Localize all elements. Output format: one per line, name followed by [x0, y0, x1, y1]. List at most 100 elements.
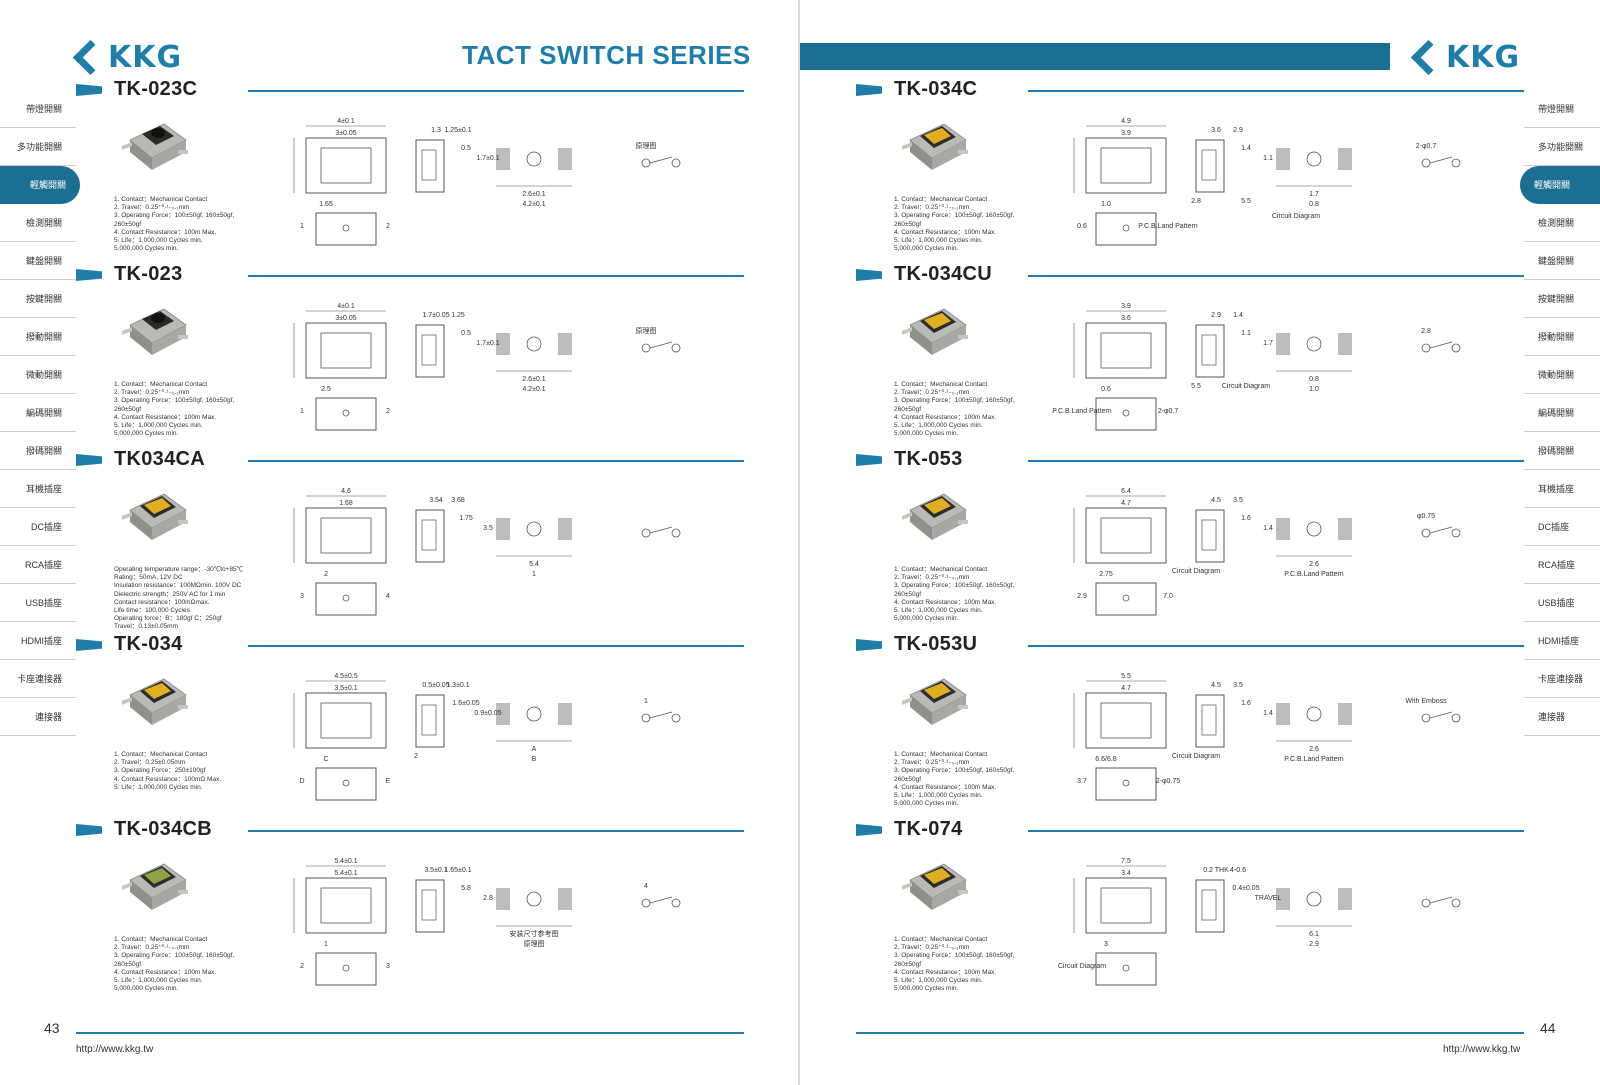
- dimension-label: 1.7: [1263, 340, 1273, 347]
- sidebar-item-14[interactable]: HDMI插座: [0, 622, 76, 660]
- product-photo: [122, 678, 188, 725]
- sidebar-item-5[interactable]: 按鍵開關: [1524, 280, 1600, 318]
- spec-line: 1. Contact：Mechanical Contact: [114, 751, 208, 758]
- section-header: TK-023C: [76, 78, 744, 104]
- sidebar-item-15[interactable]: 卡座連接器: [0, 660, 76, 698]
- footer-url[interactable]: http://www.kkg.tw: [76, 1044, 154, 1055]
- spec-line: 5. Life：1,000,000 Cycles min.: [894, 237, 983, 245]
- dimension-label: 2.6±0.1: [522, 376, 545, 383]
- section-arrow-icon: [76, 824, 102, 836]
- sidebar-item-6[interactable]: 撥動開關: [1524, 318, 1600, 356]
- section-header: TK-053U: [856, 633, 1524, 659]
- brand-name: KKG: [108, 39, 183, 75]
- sidebar-item-14[interactable]: HDMI插座: [1524, 622, 1600, 660]
- sidebar-item-9[interactable]: 撥碼開關: [0, 432, 76, 470]
- circuit-terminal: [671, 898, 681, 908]
- spec-line: 1. Contact：Mechanical Contact: [894, 566, 988, 573]
- sidebar-item-13[interactable]: USB插座: [0, 584, 76, 622]
- circuit-terminal: [1421, 158, 1431, 168]
- circuit-terminal: [671, 343, 681, 353]
- dimension-label: 2.9: [1309, 941, 1319, 948]
- footer-url[interactable]: http://www.kkg.tw: [1443, 1044, 1521, 1055]
- land-pad: [558, 518, 572, 540]
- spec-line: 5,000,000 Cycles min.: [894, 800, 959, 808]
- dimension-label: 3: [386, 963, 390, 970]
- circuit-terminal: [641, 528, 651, 538]
- sidebar-item-8[interactable]: 編碼開關: [0, 394, 76, 432]
- sidebar-item-15[interactable]: 卡座連接器: [1524, 660, 1600, 698]
- outline-bottom-view: [315, 952, 377, 986]
- spec-line: 260±50gf: [894, 775, 922, 783]
- sidebar-item-11[interactable]: DC插座: [1524, 508, 1600, 546]
- sidebar-item-8[interactable]: 編碼開關: [1524, 394, 1600, 432]
- brand-name: KKG: [1446, 39, 1521, 75]
- circuit-terminal: [641, 158, 651, 168]
- sidebar-item-3[interactable]: 檢測開關: [0, 204, 76, 242]
- dimension-label: 2.8: [1191, 198, 1201, 205]
- sidebar-item-2[interactable]: 輕觸開關: [0, 166, 80, 204]
- product-model-name: TK-053: [894, 448, 963, 470]
- sidebar-item-0[interactable]: 帶燈開關: [0, 90, 76, 128]
- sidebar-item-10[interactable]: 耳機插座: [0, 470, 76, 508]
- spec-line: 3. Operating Force：250±100gf: [114, 767, 206, 775]
- dimension-label: P.C.B.Land Pattern: [1284, 756, 1344, 763]
- sidebar-item-12[interactable]: RCA插座: [0, 546, 76, 584]
- sidebar-item-13[interactable]: USB插座: [1524, 584, 1600, 622]
- sidebar-item-5[interactable]: 按鍵開關: [0, 280, 76, 318]
- sidebar-item-6[interactable]: 撥動開關: [0, 318, 76, 356]
- section-rule: [1028, 645, 1524, 647]
- spec-line: 5. Life：1,000,000 Cycles min.: [114, 977, 203, 985]
- spec-line: 2. Travel：0.25⁺⁰·¹₋₀.₁mm: [114, 204, 190, 212]
- sidebar-item-1[interactable]: 多功能開關: [0, 128, 76, 166]
- dimension-label: 5.5: [1121, 673, 1131, 680]
- spec-line: 5,000,000 Cycles min.: [894, 985, 959, 993]
- sidebar-item-11[interactable]: DC插座: [0, 508, 76, 546]
- spec-line: 5,000,000 Cycles min.: [114, 430, 179, 438]
- sidebar-item-3[interactable]: 檢測開關: [1524, 204, 1600, 242]
- sidebar-item-4[interactable]: 鍵盤開關: [1524, 242, 1600, 280]
- land-pad: [1276, 888, 1290, 910]
- product-photo: [902, 678, 968, 725]
- dimension-label: 2.75: [1099, 571, 1113, 578]
- spec-line: Travel：0.13±0.05mm: [114, 623, 179, 631]
- spec-line: 4. Contact Resistance：100mΩ Max.: [114, 775, 222, 783]
- sidebar-item-9[interactable]: 撥碼開關: [1524, 432, 1600, 470]
- dimension-label: 2: [386, 408, 390, 415]
- sidebar-item-4[interactable]: 鍵盤開關: [0, 242, 76, 280]
- outline-side-view: [1195, 509, 1225, 563]
- sidebar-nav-left: 帶燈開關多功能開關輕觸開關檢測開關鍵盤開關按鍵開關撥動開關微動開關編碼開關撥碼開…: [0, 90, 80, 736]
- sidebar-item-1[interactable]: 多功能開關: [1524, 128, 1600, 166]
- product-photo: [902, 493, 968, 540]
- section-arrow-icon: [76, 269, 102, 281]
- sidebar-item-2[interactable]: 輕觸開關: [1520, 166, 1600, 204]
- dimension-label: 7.0: [1163, 593, 1173, 600]
- sidebar-item-7[interactable]: 微動開關: [0, 356, 76, 394]
- sidebar-item-0[interactable]: 帶燈開關: [1524, 90, 1600, 128]
- sidebar-item-7[interactable]: 微動開關: [1524, 356, 1600, 394]
- dimension-label: 3.9: [1121, 303, 1131, 310]
- sidebar-item-16[interactable]: 連接器: [0, 698, 76, 736]
- product-model-name: TK034CA: [114, 448, 206, 470]
- dimension-label: D: [299, 778, 304, 785]
- sidebar-item-12[interactable]: RCA插座: [1524, 546, 1600, 584]
- dimension-label: 1.4: [1233, 312, 1243, 319]
- dimension-label: 2.8: [483, 895, 493, 902]
- circuit-terminal: [1421, 528, 1431, 538]
- dimension-label: 6.1: [1309, 931, 1319, 938]
- dimension-label: 3.5: [483, 525, 493, 532]
- spec-line: 5,000,000 Cycles min.: [894, 245, 959, 253]
- dimension-label: 2.6±0.1: [522, 191, 545, 198]
- sidebar-item-16[interactable]: 連接器: [1524, 698, 1600, 736]
- dimension-label: P.C.B.Land Pattern: [1052, 408, 1112, 415]
- spec-line: 260±50gf: [114, 960, 142, 968]
- series-title: TACT SWITCH SERIES: [462, 40, 751, 70]
- outline-bottom-view: [315, 767, 377, 801]
- section-rule: [248, 460, 744, 462]
- sidebar-item-10[interactable]: 耳機插座: [1524, 470, 1600, 508]
